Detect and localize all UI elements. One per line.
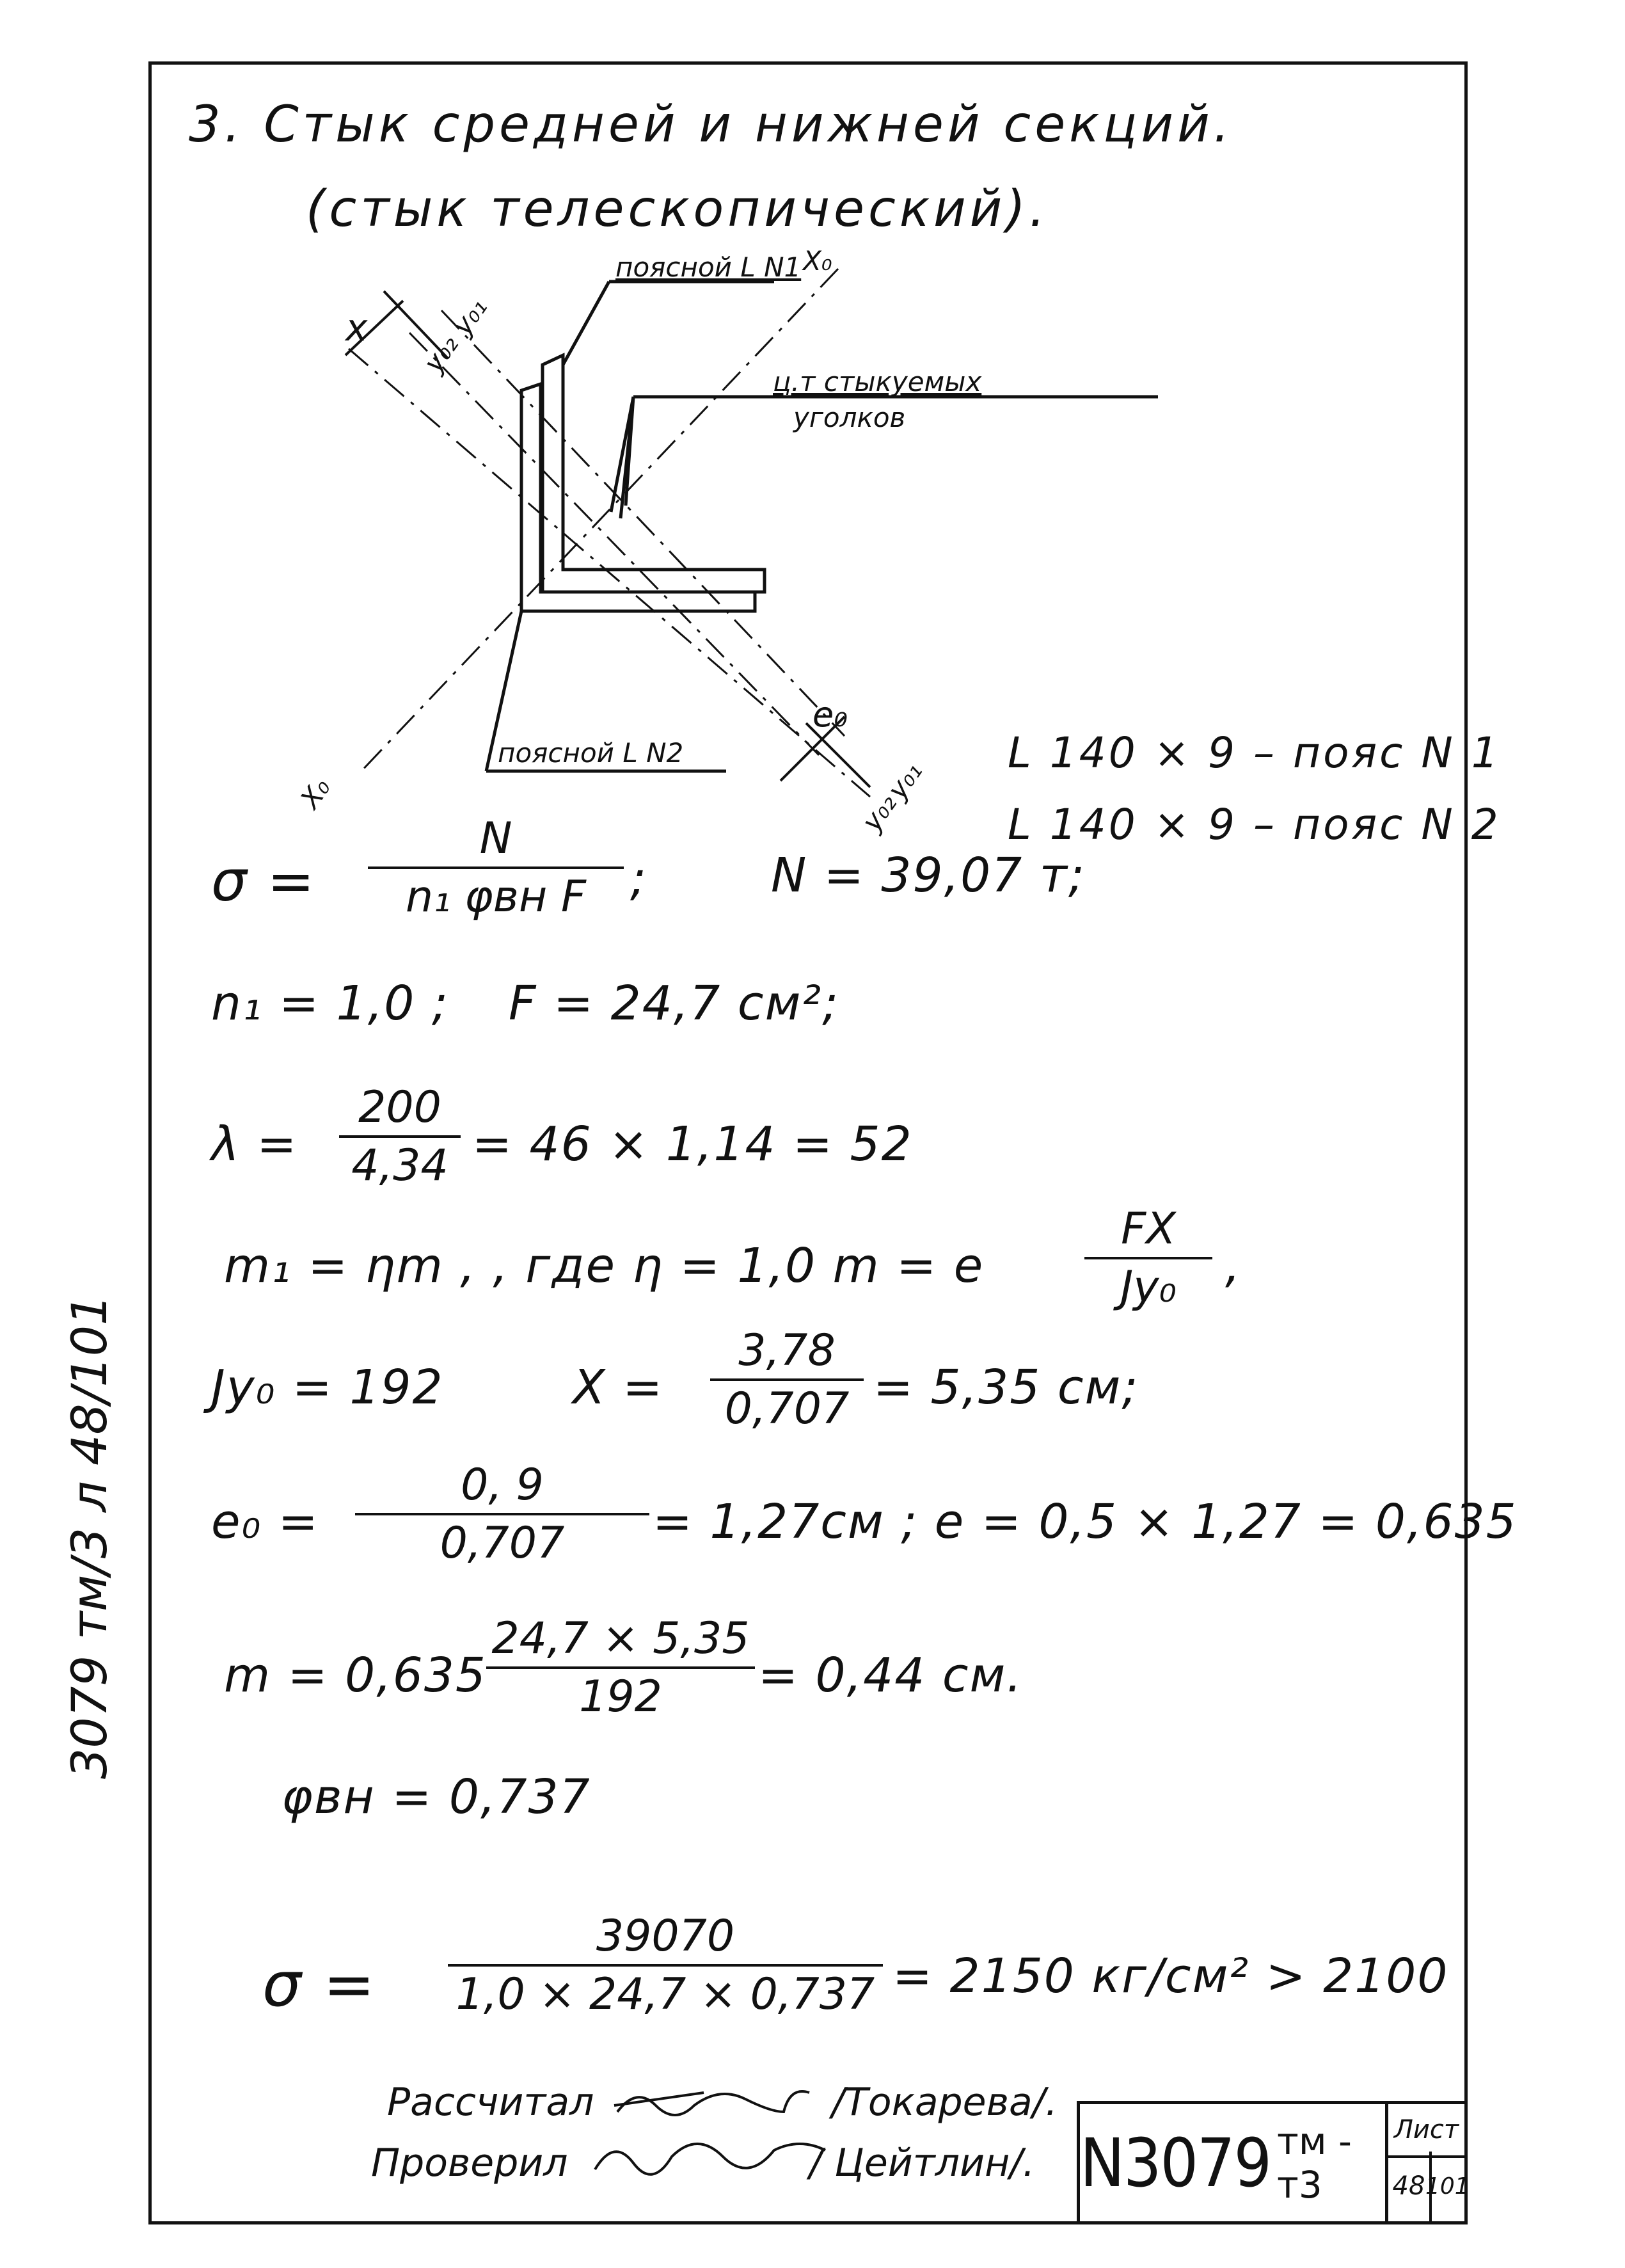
- e0-lhs: e₀ =: [211, 1494, 319, 1549]
- label-ct-line2: уголков: [793, 402, 906, 433]
- f-value: F = 24,7 см²;: [509, 976, 840, 1031]
- sheet-total: 101: [1425, 2173, 1470, 2200]
- lambda-numerator: 200: [358, 1082, 441, 1133]
- sigma2-lhs: σ =: [262, 1949, 376, 2020]
- fraction-bar: [710, 1378, 864, 1382]
- lambda-lhs: λ =: [211, 1117, 298, 1172]
- x-lhs: X =: [573, 1360, 664, 1415]
- m-rhs: = 0,44 см.: [758, 1648, 1023, 1703]
- x-fraction: 3,78 0,707: [710, 1328, 864, 1432]
- x-numerator: 3,78: [738, 1325, 836, 1376]
- e0-fraction: 0, 9 0,707: [355, 1462, 649, 1567]
- x-denominator: 0,707: [724, 1384, 850, 1435]
- drawing-code-number: N3079: [1080, 2123, 1272, 2202]
- m-fraction: 24,7 × 5,35 192: [486, 1616, 755, 1720]
- lambda-denominator: 4,34: [351, 1140, 448, 1192]
- fraction-bar: [1084, 1257, 1212, 1260]
- fraction-bar: [368, 866, 624, 870]
- jy0-value: Jy₀ = 192: [211, 1360, 444, 1415]
- sigma2-denominator: 1,0 × 24,7 × 0,737: [456, 1969, 875, 2020]
- n-value: N = 39,07 т;: [771, 848, 1086, 903]
- sheet-label: Лист: [1388, 2104, 1464, 2158]
- sigma-numerator: N: [479, 813, 512, 864]
- m-lhs: m = 0,635: [224, 1648, 487, 1703]
- calc-name: /Токарева/.: [832, 2080, 1058, 2125]
- e0-rhs: = 1,27см ; e = 0,5 × 1,27 = 0,635: [653, 1494, 1518, 1549]
- check-label: Проверил: [371, 2141, 568, 2185]
- sheet-frame: [148, 61, 1468, 2224]
- sigma2-fraction: 39070 1,0 × 24,7 × 0,737: [448, 1913, 883, 2018]
- drawing-code: N3079 тм - т3: [1077, 2101, 1388, 2224]
- m1-tail: ,: [1225, 1238, 1242, 1293]
- sigma2-rhs: = 2150 кг/см² > 2100: [892, 1949, 1449, 2004]
- title-block: N3079 тм - т3 Лист 48 101: [1077, 2101, 1470, 2224]
- fraction-bar: [339, 1135, 461, 1138]
- fraction-bar: [355, 1513, 649, 1516]
- label-x0-top: X₀: [803, 245, 832, 276]
- n1-value: n₁ = 1,0 ;: [211, 976, 449, 1031]
- m1-expression: m₁ = ηm , , где η = 1,0 m = e: [224, 1238, 985, 1293]
- label-x-dimension: x: [345, 306, 368, 349]
- label-ct-line1: ц.т стыкуемых: [773, 366, 982, 397]
- heading-line-2: (стык телескопический).: [306, 180, 1049, 238]
- lambda-fraction: 200 4,34: [339, 1085, 461, 1189]
- m1-fraction: FX Jy₀: [1084, 1206, 1212, 1311]
- check-name: / Цейтлин/.: [809, 2141, 1035, 2185]
- m1-numerator: FX: [1121, 1204, 1176, 1254]
- calc-label: Рассчитал: [387, 2080, 594, 2125]
- label-chord-1: поясной L N1: [615, 252, 802, 283]
- heading-line-1: 3. Стык средней и нижней секций.: [189, 96, 1233, 154]
- m-numerator: 24,7 × 5,35: [491, 1613, 750, 1664]
- sigma-denominator: n₁ φвн F: [405, 872, 587, 923]
- sigma-lhs: σ =: [211, 848, 316, 914]
- sheet-number-box: Лист 48 101: [1385, 2101, 1470, 2224]
- sheet-number: 48: [1388, 2152, 1432, 2221]
- sigma-separator: ;: [630, 851, 647, 906]
- label-e0: e₀: [812, 694, 848, 735]
- spec-chord-1: L 140 × 9 – пояс N 1: [1008, 728, 1501, 778]
- sigma2-numerator: 39070: [596, 1911, 735, 1961]
- drawing-code-suffix: тм - т3: [1277, 2119, 1352, 2207]
- lambda-rhs: = 46 × 1,14 = 52: [472, 1117, 913, 1172]
- sigma-fraction: N n₁ φвн F: [368, 816, 624, 920]
- m-denominator: 192: [579, 1672, 662, 1723]
- fraction-bar: [448, 1964, 883, 1967]
- fraction-bar: [486, 1666, 755, 1670]
- spec-chord-2: L 140 × 9 – пояс N 2: [1008, 800, 1501, 849]
- x-rhs: = 5,35 см;: [873, 1360, 1139, 1415]
- e0-numerator: 0, 9: [461, 1460, 544, 1510]
- phi-value: φвн = 0,737: [281, 1769, 591, 1825]
- m1-denominator: Jy₀: [1120, 1262, 1177, 1313]
- label-chord-2: поясной L N2: [498, 737, 684, 769]
- e0-denominator: 0,707: [440, 1518, 565, 1569]
